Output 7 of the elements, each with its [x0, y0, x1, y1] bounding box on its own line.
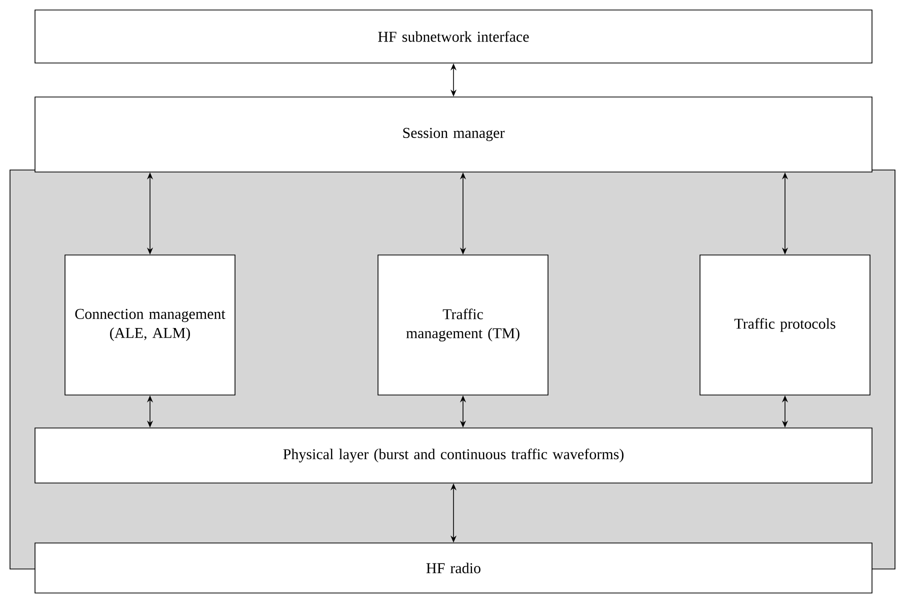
manager-box: Session manager: [34, 96, 872, 172]
process-box: Connection management (ALE, ALM): [64, 254, 236, 396]
radio-box: HF radio: [34, 542, 872, 594]
interface-box: HF subnetwork interface: [34, 10, 872, 64]
process-box: Traffic management (TM): [378, 254, 548, 396]
layer-box: Physical layer (burst and continuous traffic waveforms): [34, 428, 872, 484]
process-box: Traffic protocols: [700, 254, 870, 396]
